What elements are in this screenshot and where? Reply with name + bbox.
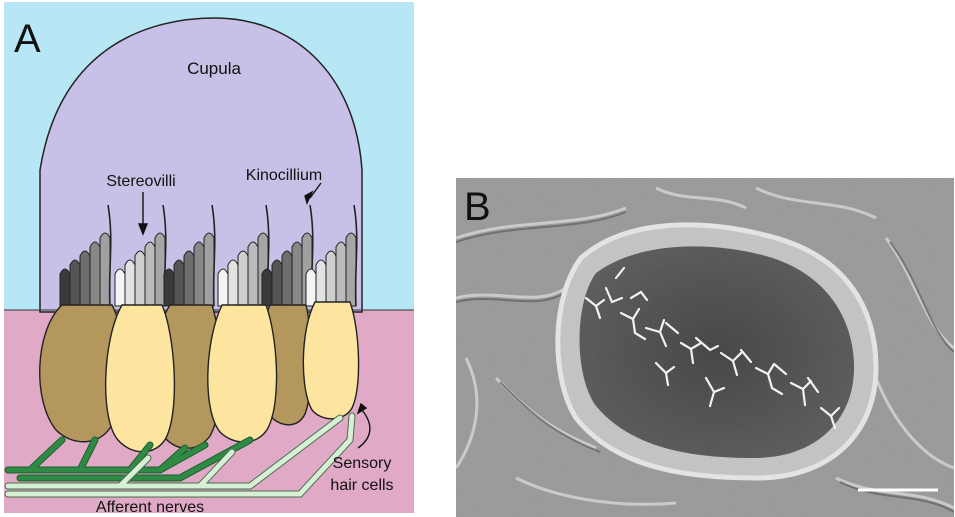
panel-letter: A [14,17,41,61]
stereovillus [115,269,125,306]
stereovillus [194,242,204,306]
hair-cells-label: hair cells [330,477,393,494]
panel-letter: B [464,185,491,229]
sensory-label: Sensory [333,455,392,472]
stereovillus [125,260,135,306]
stereovillus [336,242,346,306]
stereovillus [346,233,356,306]
stereovillus [248,242,258,306]
afferent-nerves-label: Afferent nerves [96,499,204,516]
texture-grain [456,178,954,517]
hair-cell-light [208,305,277,442]
stereovilli-label: Stereovilli [106,173,175,190]
stereovillus [262,269,272,306]
stereovillus [135,251,145,306]
stereovillus [184,251,194,306]
stereovillus [228,260,238,306]
stereovillus [100,233,110,306]
stereovillus [282,251,292,306]
stereovillus [204,233,214,306]
stereovillus [145,242,155,306]
stereovillus [90,242,100,306]
stereovillus [292,242,302,306]
stereovillus [218,269,228,306]
panel-a-diagram: A Cupula Stereovilli Kinocillium Sensory… [0,0,418,517]
kinocillium-label: Kinocillium [246,167,322,184]
cupula-label: Cupula [187,59,241,78]
hair-cell-light [303,302,358,419]
stereovillus [316,260,326,306]
stereovillus [164,269,174,306]
panel-b-micrograph: B [456,178,954,517]
stereovillus [60,269,70,306]
stereovillus [306,269,316,306]
stereovillus [174,260,184,306]
stereovillus [272,260,282,306]
stereovillus [80,251,90,306]
stereovillus [238,251,248,306]
stereovillus [70,260,80,306]
hair-cell-light [106,305,175,452]
stereovillus [326,251,336,306]
